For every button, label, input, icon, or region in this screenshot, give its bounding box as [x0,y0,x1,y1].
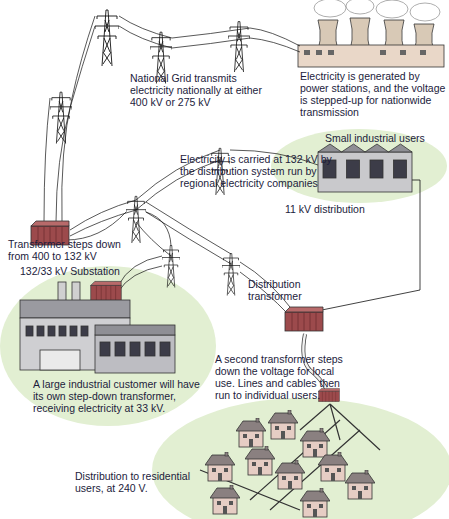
zone-ellipse [152,398,449,519]
building-part [95,335,175,373]
building-part [37,326,44,336]
building-part [95,325,175,335]
building-part [48,326,55,336]
annotation: Electricity is generated by power statio… [300,70,449,118]
building-part [100,342,110,356]
annotation: Transformer steps down from 400 to 132 k… [8,238,133,262]
annotation: Distribution transformer [248,278,310,302]
zone-ellipse [0,266,216,426]
building-part [59,326,66,336]
building-part [318,152,412,192]
annotation: 11 kV distribution [285,203,395,215]
building-part [26,326,33,336]
zone-label: A second transformer steps down the volt… [215,353,350,401]
building-part [347,160,360,178]
zone-label: 132/33 kV Substation [20,265,135,277]
building-part [130,342,140,356]
zone-note: Distribution to residential users, at 24… [75,470,220,494]
building-part [145,342,155,356]
annotation: Electricity is carried at 132 kV by the … [180,153,332,189]
building-part [370,160,383,178]
building-part [81,326,88,336]
zone-note: A large industrial customer will have it… [33,378,203,414]
building-part [394,160,407,178]
building-part [70,326,77,336]
building-part [115,342,125,356]
annotation: National Grid transmits electricity nati… [130,72,262,108]
building-part [20,300,130,318]
building-part [160,342,170,356]
zone-label: Small industrial users [325,132,445,144]
building-part [40,350,80,370]
